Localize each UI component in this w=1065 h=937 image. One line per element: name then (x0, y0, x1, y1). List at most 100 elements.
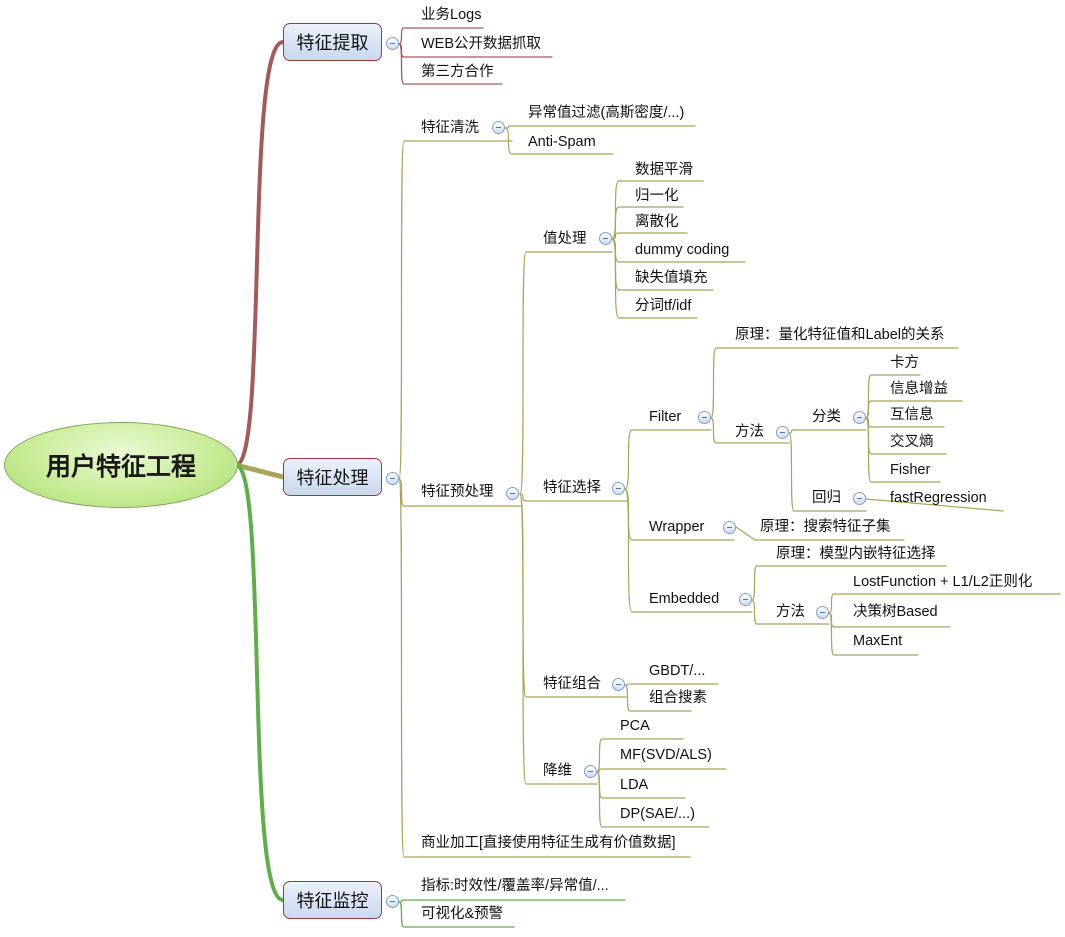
topic-feature-processing[interactable]: 特征处理 (283, 458, 382, 496)
branch-connector (519, 251, 613, 495)
branch-connector (596, 738, 684, 773)
node-reduction[interactable]: 降维 (543, 763, 572, 779)
branch-connector (865, 400, 963, 419)
branch-connector (828, 593, 1061, 614)
leaf-combo-search[interactable]: 组合搜素 (649, 690, 707, 706)
collapse-wrapper-icon[interactable] (723, 521, 736, 534)
collapse-combination-icon[interactable] (612, 678, 625, 691)
collapse-classification-icon[interactable] (853, 411, 866, 424)
collapse-regression-icon[interactable] (853, 492, 866, 505)
branch-connector (519, 493, 628, 502)
collapse-processing-icon[interactable] (386, 472, 399, 485)
root-topic[interactable]: 用户特征工程 (4, 422, 238, 508)
collapse-preprocessing-icon[interactable] (506, 487, 519, 500)
leaf-maxent[interactable]: MaxEnt (853, 633, 903, 649)
leaf-outlier-filter[interactable]: 异常值过滤(高斯密度/...) (528, 105, 685, 121)
node-cleaning[interactable]: 特征清洗 (421, 120, 479, 136)
branch-connector (398, 43, 503, 85)
branch-connector (398, 478, 523, 507)
branch-connector (398, 27, 484, 45)
leaf-smoothing[interactable]: 数据平滑 (635, 162, 693, 178)
branch-connector (611, 232, 688, 240)
leaf-metrics[interactable]: 指标:时效性/覆盖率/异常值/... (421, 878, 609, 894)
topic-label: 特征监控 (296, 891, 369, 911)
node-preprocessing[interactable]: 特征预处理 (421, 484, 494, 500)
root-to-extraction (234, 40, 285, 467)
leaf-filter-principle[interactable]: 原理：量化特征值和Label的关系 (735, 327, 945, 343)
leaf-business-processing[interactable]: 商业加工[直接使用特征生成有价值数据] (421, 835, 676, 851)
node-embedded-method[interactable]: 方法 (776, 604, 805, 620)
collapse-cleaning-icon[interactable] (492, 121, 505, 134)
wrapper-principle-connector (735, 526, 905, 541)
leaf-tfidf[interactable]: 分词tf/idf (635, 298, 692, 314)
collapse-filter-method-icon[interactable] (776, 426, 789, 439)
node-feature-selection[interactable]: 特征选择 (543, 480, 601, 496)
leaf-dp[interactable]: DP(SAE/...) (620, 806, 695, 822)
branch-connector (398, 901, 515, 928)
node-classification[interactable]: 分类 (812, 409, 841, 425)
leaf-visualization-alert[interactable]: 可视化&预警 (421, 906, 504, 922)
leaf-anti-spam[interactable]: Anti-Spam (528, 134, 596, 150)
branch-connector (788, 429, 867, 434)
leaf-pca[interactable]: PCA (620, 718, 650, 734)
leaf-lda[interactable]: LDA (620, 777, 649, 793)
collapse-filter-icon[interactable] (698, 411, 711, 424)
branch-connector (504, 125, 696, 129)
leaf-missing-fill[interactable]: 缺失值填充 (635, 270, 708, 286)
root-to-processing (233, 462, 286, 480)
branch-connector (398, 140, 513, 480)
leaf-cross-entropy[interactable]: 交叉熵 (890, 434, 934, 450)
node-value-processing[interactable]: 值处理 (543, 231, 587, 247)
branch-connector (624, 429, 712, 490)
collapse-reduction-icon[interactable] (584, 765, 597, 778)
leaf-gbdt[interactable]: GBDT/... (649, 663, 706, 679)
leaf-normalization[interactable]: 归一化 (635, 188, 679, 204)
branch-connector (611, 238, 698, 319)
branch-connector (624, 683, 719, 686)
node-regression[interactable]: 回归 (812, 490, 841, 506)
root-to-monitoring (234, 463, 285, 902)
leaf-l1l2[interactable]: LostFunction + L1/L2正则化 (853, 574, 1033, 590)
leaf-info-gain[interactable]: 信息增益 (890, 381, 948, 397)
branch-connector (519, 493, 628, 698)
collapse-value-processing-icon[interactable] (599, 232, 612, 245)
node-filter-method[interactable]: 方法 (735, 424, 764, 440)
branch-connector (611, 206, 684, 240)
topic-feature-monitoring[interactable]: 特征监控 (283, 881, 382, 919)
topic-feature-extraction[interactable]: 特征提取 (283, 23, 382, 61)
leaf-fisher[interactable]: Fisher (890, 462, 931, 478)
leaf-decision-tree[interactable]: 决策树Based (853, 604, 938, 620)
leaf-web-data[interactable]: WEB公开数据抓取 (421, 36, 542, 52)
node-combination[interactable]: 特征组合 (543, 676, 601, 692)
branch-connector (828, 612, 919, 656)
branch-connector (596, 771, 710, 828)
branch-connector (398, 899, 626, 903)
leaf-mutual-info[interactable]: 互信息 (890, 407, 934, 423)
leaf-third-party[interactable]: 第三方合作 (421, 64, 494, 80)
leaf-chi-square[interactable]: 卡方 (890, 355, 919, 371)
node-filter[interactable]: Filter (649, 409, 682, 425)
leaf-dummy-coding[interactable]: dummy coding (635, 242, 730, 258)
leaf-wrapper-principle[interactable]: 原理：搜索特征子集 (760, 519, 891, 535)
branch-connector (624, 488, 753, 613)
leaf-embedded-principle[interactable]: 原理：模型内嵌特征选择 (776, 546, 936, 562)
collapse-monitoring-icon[interactable] (386, 895, 399, 908)
collapse-selection-icon[interactable] (612, 482, 625, 495)
leaf-fast-regression[interactable]: fastRegression (890, 490, 987, 506)
topic-label: 特征提取 (296, 33, 369, 53)
leaf-mf[interactable]: MF(SVD/ALS) (620, 747, 712, 763)
collapse-extraction-icon[interactable] (386, 37, 399, 50)
regression-leaf-connector (865, 498, 1004, 512)
node-wrapper[interactable]: Wrapper (649, 519, 705, 535)
leaf-business-logs[interactable]: 业务Logs (421, 7, 482, 23)
collapse-embedded-method-icon[interactable] (816, 606, 829, 619)
branch-connector (710, 347, 959, 419)
collapse-embedded-icon[interactable] (739, 593, 752, 606)
leaf-discretization[interactable]: 离散化 (635, 214, 679, 230)
branch-connector (398, 478, 691, 858)
branch-connector (751, 599, 830, 625)
node-embedded[interactable]: Embedded (649, 591, 720, 607)
branch-connector (710, 417, 790, 444)
